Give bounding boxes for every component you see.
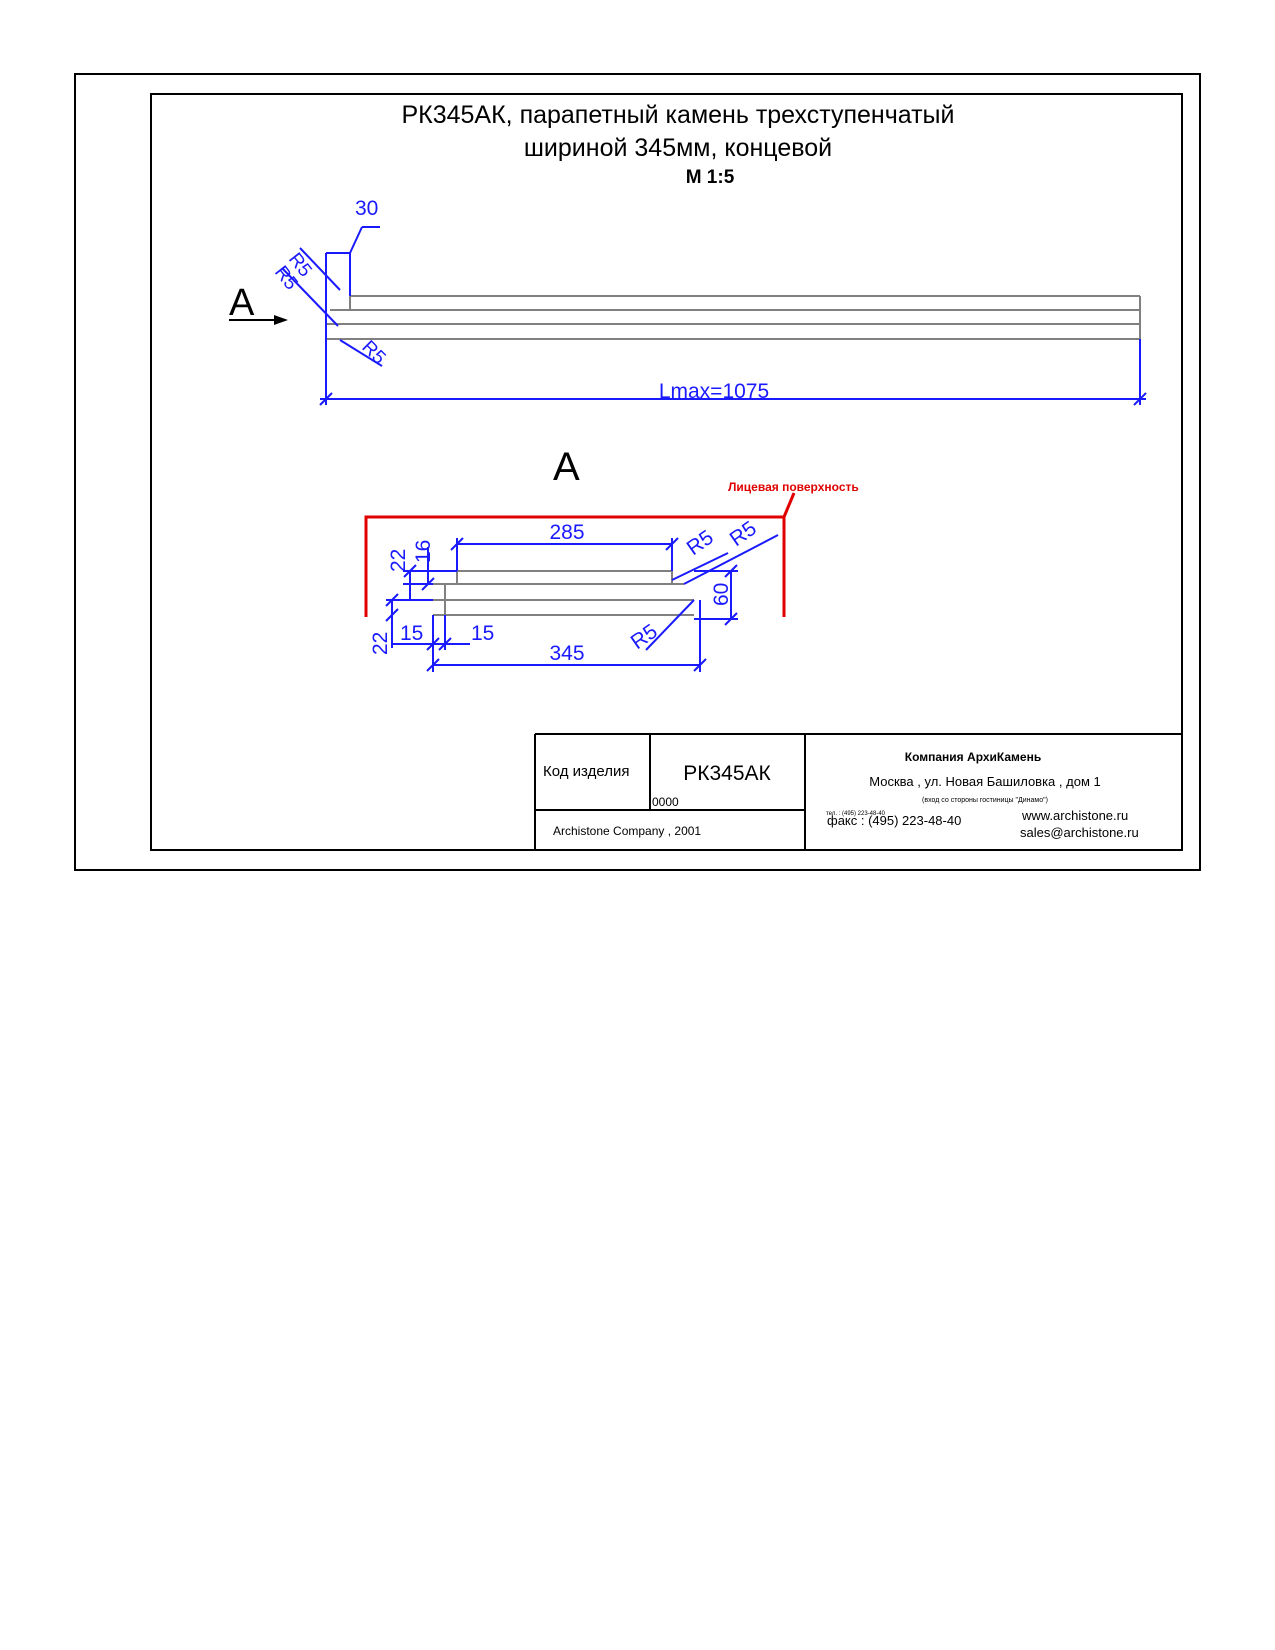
phone-small: тел. : (495) 223-48-40 — [826, 811, 886, 817]
fax: факс : (495) 223-48-40 — [827, 813, 961, 828]
dim-r5-section-3: R5 — [627, 620, 662, 654]
outer-frame — [74, 73, 1201, 871]
face-surface-bracket — [364, 492, 796, 617]
website-link[interactable]: www.archistone.ru — [1021, 808, 1128, 823]
dim-345: 345 — [549, 642, 584, 665]
drawing-title-line1: РК345АК, парапетный камень трехступенчат… — [401, 101, 954, 129]
company-address: Москва , ул. Новая Башиловка , дом 1 — [869, 774, 1100, 789]
code-number: 0000 — [652, 795, 679, 809]
dim-22-top: 22 — [387, 549, 410, 572]
dim-60: 60 — [710, 583, 733, 606]
view-marker: A — [229, 282, 255, 324]
title-block — [534, 733, 1182, 850]
dim-15-left: 15 — [400, 622, 423, 645]
dim-285: 285 — [549, 521, 584, 544]
section-dimension-lines — [385, 534, 779, 672]
copyright: Archistone Company , 2001 — [553, 824, 701, 838]
inner-frame — [150, 93, 1183, 851]
dim-r5-section-1: R5 — [683, 526, 718, 560]
dim-30: 30 — [355, 197, 378, 220]
dim-22-bottom: 22 — [369, 632, 392, 655]
email-link[interactable]: sales@archistone.ru — [1020, 825, 1139, 840]
view-arrow-head — [274, 315, 288, 325]
code-label: Код изделия — [543, 763, 629, 780]
dim-length: Lmax=1075 — [659, 380, 769, 403]
company-name: Компания АрхиКамень — [905, 750, 1041, 764]
dim-15-right: 15 — [471, 622, 494, 645]
code-value: РК345АК — [683, 762, 771, 785]
face-surface-label: Лицевая поверхность — [728, 480, 859, 494]
section-outline — [433, 570, 694, 616]
drawing-scale: М 1:5 — [686, 167, 735, 188]
stone-side-view — [326, 295, 1141, 340]
section-label: A — [553, 445, 580, 489]
dim-r5-bottom: R5 — [357, 337, 389, 369]
drawing-title-line2: шириной 345мм, концевой — [524, 134, 832, 162]
address-note: (вход со стороны гостиницы "Динамо") — [922, 797, 1048, 804]
dim-16: 16 — [412, 540, 435, 563]
stone-end-lines — [281, 226, 1147, 406]
